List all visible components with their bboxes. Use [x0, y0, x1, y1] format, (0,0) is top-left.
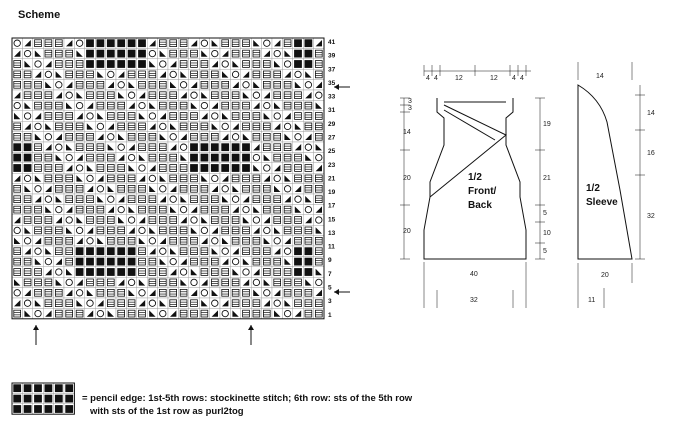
chart-cell [146, 141, 158, 153]
chart-cell [271, 141, 283, 153]
dim-top-6: 4 [520, 75, 524, 82]
chart-cell [32, 89, 44, 101]
dim-top-5: 4 [512, 75, 516, 82]
chart-cell [209, 193, 221, 205]
dim-left-1: 14 [403, 129, 411, 136]
dim-sleeve-right-3: 32 [647, 213, 655, 220]
dim-left-small-1: 3 [408, 98, 412, 105]
front-label-2: Front/ [468, 186, 497, 197]
chart-cell [22, 131, 33, 143]
chart-cell [63, 120, 75, 132]
dim-sleeve-bottom-1: 20 [601, 272, 609, 279]
chart-cell [313, 58, 325, 70]
dim-top-1: 4 [426, 75, 430, 82]
chart-cell [261, 204, 273, 215]
chart-cell [219, 89, 231, 101]
chart-cell [94, 100, 106, 112]
chart-cell [250, 120, 262, 132]
chart-cell [43, 110, 54, 122]
legend-line-1: = pencil edge: 1st-5th rows: stockinette… [82, 393, 413, 404]
chart-cell [74, 183, 86, 195]
chart-cell [53, 58, 65, 70]
dim-left-2: 20 [403, 175, 411, 182]
chart-cell [250, 131, 262, 143]
chart-cell [209, 79, 221, 91]
dim-bottom-2: 32 [470, 297, 478, 304]
scheme-title: Scheme [18, 9, 61, 21]
chart-cell [126, 235, 138, 247]
dim-right-3: 5 [543, 210, 547, 217]
chart-cell [209, 89, 221, 101]
dim-sleeve-bottom-2: 11 [588, 297, 595, 304]
chart-cell [313, 48, 325, 60]
chart-cell [292, 152, 304, 163]
dim-sleeve-top: 14 [596, 73, 604, 80]
front-label-3: Back [468, 200, 492, 211]
chart-cell [240, 100, 252, 112]
dim-sleeve-right-2: 16 [647, 150, 655, 157]
dim-right-4: 10 [543, 230, 551, 237]
chart-cell [167, 110, 179, 122]
dim-top-3: 12 [455, 75, 463, 82]
dim-top-4: 12 [490, 75, 498, 82]
legend-text: = pencil edge: 1st-5th rows: stockinette… [82, 392, 412, 418]
chart-cell [115, 162, 127, 174]
dim-left-small-2: 3 [408, 105, 412, 112]
chart-cell [282, 89, 293, 101]
chart-cell [209, 214, 221, 226]
chart-cell [240, 172, 252, 184]
dim-top-2: 4 [434, 75, 438, 82]
sleeve-label-2: Sleeve [586, 197, 618, 208]
sleeve-outline [577, 84, 633, 260]
chart-cell [292, 224, 304, 236]
chart-cell [74, 120, 86, 132]
dim-sleeve-right-1: 14 [647, 110, 655, 117]
chart-cell [209, 204, 221, 215]
dim-left-3: 20 [403, 228, 411, 235]
chart-cell [43, 172, 54, 184]
sleeve-label-1: 1/2 [586, 183, 600, 194]
chart-cell [146, 193, 158, 205]
chart-cell [292, 235, 304, 247]
chart-cell [94, 224, 106, 236]
chart-cell [43, 89, 54, 101]
dim-bottom-1: 40 [470, 271, 478, 278]
chart-cell [282, 224, 293, 236]
chart-cell [167, 89, 179, 101]
chart-cell [250, 68, 262, 80]
legend-line-2: with sts of the 1st row as purl2tog [90, 406, 244, 417]
dim-right-2: 21 [543, 175, 551, 182]
chart-cell [84, 68, 96, 80]
dim-right-5: 5 [543, 248, 547, 255]
chart-cell [188, 68, 200, 80]
chart-cell [198, 183, 210, 195]
chart-cell [136, 204, 148, 215]
chart-cell [219, 100, 231, 112]
chart-cell [146, 79, 158, 91]
chart-cell [271, 152, 283, 163]
chart-cell [303, 100, 314, 112]
front-label-1: 1/2 [468, 172, 482, 183]
wrap-line-2 [443, 109, 496, 141]
chart-cell [188, 172, 200, 184]
chart-cell [74, 204, 86, 215]
chart-cell [240, 183, 252, 195]
chart-cell [53, 224, 65, 236]
dim-right-1: 19 [543, 121, 551, 128]
chart-cell [167, 235, 179, 247]
